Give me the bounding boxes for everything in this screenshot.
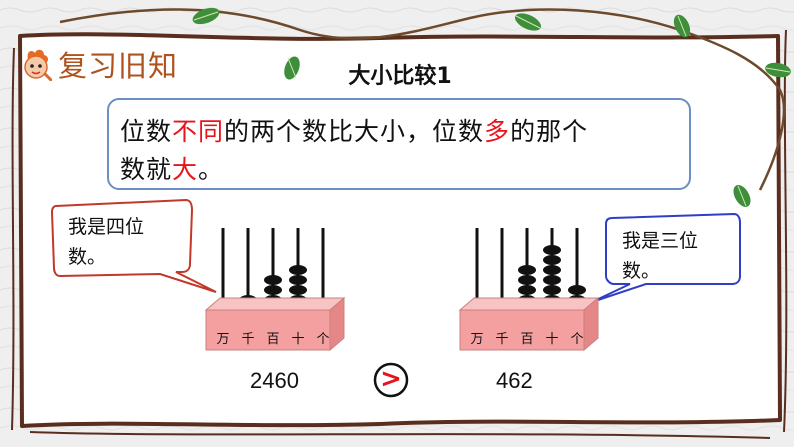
slide-title: 大小比较1 bbox=[348, 64, 452, 89]
place-label: 百 bbox=[520, 332, 534, 347]
place-label: 万 bbox=[470, 332, 484, 347]
place-label: 十 bbox=[545, 332, 559, 347]
left-speech-bubble bbox=[50, 198, 217, 293]
abacus-bead bbox=[518, 265, 536, 275]
abacus-bead bbox=[518, 285, 536, 295]
rule-box bbox=[107, 98, 691, 190]
left-bubble-line-2: 数。 bbox=[68, 246, 107, 268]
right-abacus bbox=[458, 228, 600, 352]
abacus-base bbox=[205, 309, 331, 351]
abacus-bead bbox=[543, 275, 561, 285]
left-abacus bbox=[204, 228, 346, 352]
abacus-bead bbox=[289, 265, 307, 275]
place-label: 个 bbox=[570, 332, 584, 347]
abacus-bead bbox=[568, 285, 586, 295]
vine bbox=[59, 8, 786, 191]
abacus-base bbox=[459, 309, 585, 351]
rule-text: 数就 bbox=[120, 155, 173, 184]
abacus-bead bbox=[289, 275, 307, 285]
rule-line-1: 位数不同的两个数比大小，位数多的那个 bbox=[120, 112, 588, 148]
place-label: 个 bbox=[316, 332, 330, 347]
leaf-icon bbox=[192, 7, 220, 25]
rule-text: 的那个 bbox=[510, 117, 589, 146]
place-label: 十 bbox=[291, 332, 305, 347]
rule-highlight: 大 bbox=[172, 155, 199, 184]
abacus-bead bbox=[264, 275, 282, 285]
rule-line-2: 数就大。 bbox=[120, 150, 224, 186]
rule-highlight: 不同 bbox=[172, 117, 225, 146]
brand-logo-icon bbox=[24, 49, 52, 81]
abacus-bead bbox=[264, 285, 282, 295]
compare-symbol: > bbox=[380, 364, 402, 394]
leaf-icon bbox=[765, 62, 791, 78]
abacus-bead bbox=[543, 285, 561, 295]
left-number: 2460 bbox=[250, 368, 299, 393]
rule-text: 的两个数比大小，位数 bbox=[224, 117, 485, 146]
abacus-bead bbox=[518, 275, 536, 285]
place-label: 千 bbox=[241, 332, 255, 347]
right-number: 462 bbox=[496, 368, 533, 393]
right-bubble-line-2: 数。 bbox=[622, 260, 661, 282]
brand-title: 复习旧知 bbox=[58, 49, 179, 83]
rule-text: 位数 bbox=[120, 117, 173, 146]
brand: 复习旧知 bbox=[22, 44, 178, 84]
abacus-bead bbox=[289, 285, 307, 295]
place-label: 千 bbox=[495, 332, 509, 347]
place-label: 万 bbox=[216, 332, 230, 347]
compare-circle-icon bbox=[373, 362, 409, 398]
abacus-bead bbox=[543, 245, 561, 255]
right-speech-bubble bbox=[591, 212, 741, 303]
left-bubble-line-1: 我是四位 bbox=[68, 216, 145, 238]
leaf-icon bbox=[514, 13, 542, 31]
leaf-icon bbox=[733, 185, 751, 207]
place-label: 百 bbox=[266, 332, 280, 347]
rule-highlight: 多 bbox=[484, 117, 511, 146]
right-bubble-line-1: 我是三位 bbox=[622, 230, 699, 252]
leaf-icon bbox=[284, 56, 300, 80]
abacus-bead bbox=[543, 265, 561, 275]
rule-text: 。 bbox=[198, 155, 225, 184]
abacus-bead bbox=[543, 255, 561, 265]
leaf-icon bbox=[673, 14, 691, 38]
